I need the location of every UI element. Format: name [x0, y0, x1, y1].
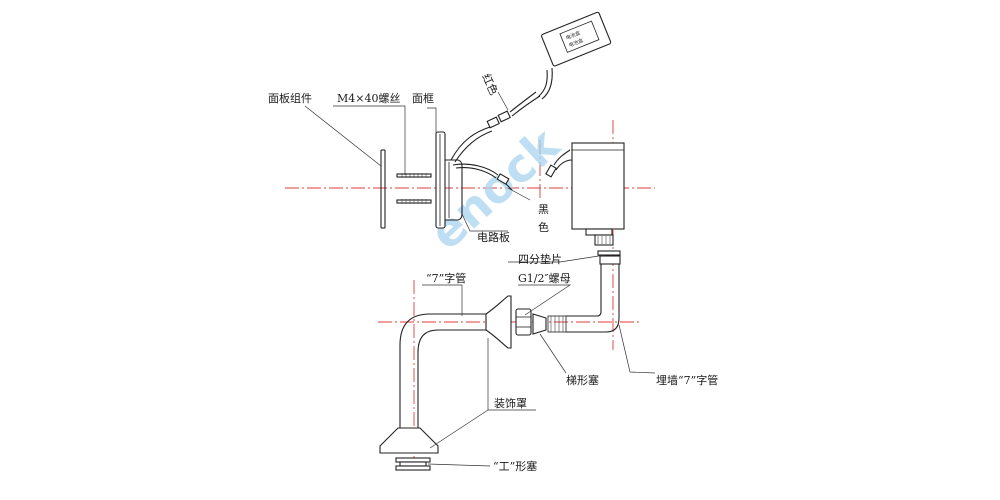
label-decorative-cover: 装饰罩 — [494, 396, 527, 410]
label-screw: M4×40螺丝 — [337, 92, 400, 105]
nut — [515, 308, 532, 336]
label-black-wire-2: 色 — [538, 220, 549, 234]
label-nut: G1/2″螺母 — [518, 272, 571, 285]
label-circuit-board: 电路板 — [477, 230, 510, 244]
screws — [396, 173, 432, 204]
solenoid-valve-box — [555, 142, 625, 246]
i-plug — [395, 457, 431, 471]
ladder-plug — [532, 313, 547, 335]
label-frame: 面框 — [412, 92, 434, 105]
label-7-pipe: “7”字管 — [426, 271, 466, 285]
decorative-cover-bottom — [379, 427, 439, 454]
7-pipe — [399, 313, 486, 428]
gasket — [597, 250, 621, 256]
label-i-plug: “工”形塞 — [493, 459, 537, 473]
panel-assembly — [380, 149, 386, 229]
wires — [450, 126, 499, 179]
label-red-wire: 红色 — [479, 71, 501, 97]
wall-buried-7-pipe — [547, 255, 621, 333]
battery-box: 电池盒 电池盒 — [541, 11, 612, 67]
circuit-board — [445, 159, 463, 221]
label-wall-buried-7-pipe: 埋墙“7”字管 — [656, 373, 718, 387]
battery-box-wire — [537, 69, 548, 98]
label-black-wire-1: 黑 — [538, 203, 549, 216]
red-wire-connector — [486, 91, 541, 129]
label-panel-assembly: 面板组件 — [268, 91, 312, 105]
label-ladder-plug: 梯形塞 — [566, 373, 599, 387]
frame — [435, 131, 446, 229]
label-gasket: 四分垫片 — [518, 252, 562, 266]
decorative-cover — [485, 295, 512, 349]
leader-lines — [304, 105, 656, 467]
black-wire-connector — [496, 149, 571, 191]
